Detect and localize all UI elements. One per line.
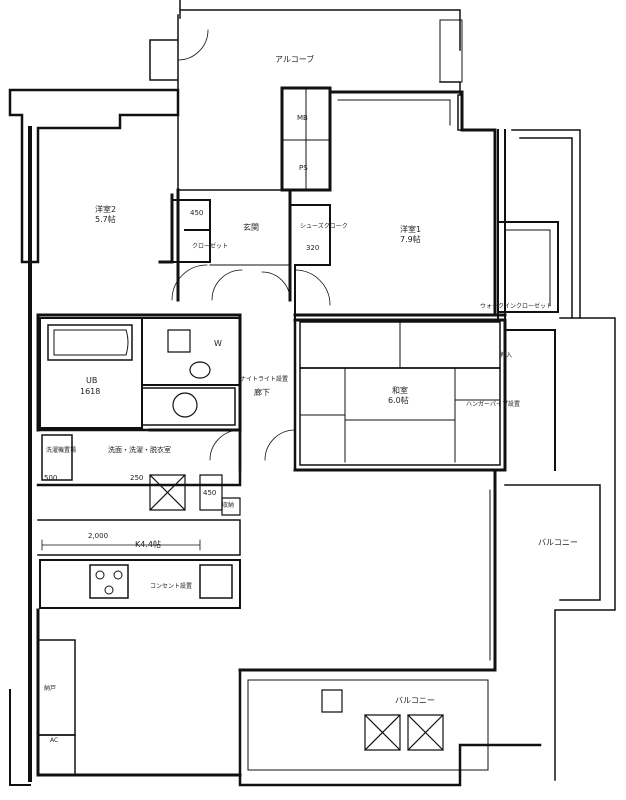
washitsu-closet [504,329,556,471]
washitsu-size: 6.0帖 [388,395,409,405]
washitsu-inner [299,367,501,466]
ac-box-1 [364,714,401,751]
shoes-cloak-wall [289,204,331,266]
pantry-label: 納戸 [44,684,56,692]
bedroom1-name: 洋室1 [400,224,421,234]
bedroom1-outer-wall [328,90,497,317]
dim-2000: 2,000 [88,532,108,540]
bedroom2-name: 洋室2 [95,204,116,214]
ac-box-2 [407,714,444,751]
shaft-divider [281,87,331,191]
corridor-label: 廊下 [254,387,270,397]
dim-320: 320 [306,244,319,252]
dim-500: 500 [44,474,57,482]
wic-wall [499,221,559,313]
bottom-balcony-inner [247,679,489,771]
bathtub-inner [53,329,129,356]
shoes-cloak-label: シューズクローク [300,222,348,230]
living-right-wall [238,468,497,672]
mb-shaft [280,86,332,192]
wic-label: ウォークインクローゼット [480,302,552,310]
bedroom2-right-wall [158,193,174,264]
alcove-outline [439,19,463,83]
toilet-label: W [214,339,222,348]
wash-room-label: 洗面・洗濯・脱衣室 [108,445,171,454]
kitchen-sink [199,564,233,599]
balcony-right-label: バルコニー [538,538,578,547]
bottom-balcony-wall [238,668,542,787]
door-swing-bedroom1 [294,269,331,306]
toilet-room-wall [141,317,241,386]
door-swing-corridor [264,429,296,461]
alcove-wall [149,14,301,191]
storage-small [221,497,241,516]
outlet-label: コンセント設置 [150,582,192,590]
lower-left-frame [9,689,31,786]
hanger-pipe-label: ハンガーパイプ設置 [466,400,520,408]
top-edge [179,0,461,51]
burner-2 [113,570,123,580]
drain [321,689,343,713]
dim-450-bottom: 450 [203,489,216,497]
tatami-lines [299,367,501,463]
night-light-label: ナイトライト設置 [240,375,288,383]
closet-wall [171,199,211,263]
bedroom1-size: 7.9帖 [400,234,421,244]
storage-label: 収納 [222,501,234,509]
right-exterior-wall [497,129,506,321]
burner-1 [95,570,105,580]
alcove-label: アルコーブ [275,54,314,64]
kitchen-counter [39,559,241,609]
right-frame-lower [554,317,616,781]
ub-size: 1618 [80,387,100,396]
wic-inner [504,229,551,306]
lower-left-wall [36,608,242,777]
washitsu-wall [293,318,507,472]
washitsu-name: 和室 [392,385,408,395]
bedroom2-size: 5.7帖 [95,214,116,224]
dim-250: 250 [130,474,143,482]
ub-wall [39,317,143,429]
bedroom2-outer-wall [8,88,180,264]
bedroom1-inner-wall [337,99,451,126]
toilet-bowl [167,329,211,379]
kitchen-label: K4.4帖 [135,539,161,549]
door-swing-bedroom2 [171,264,208,301]
oshiire-label: 押入 [500,351,512,359]
door-swing-wash [209,429,241,461]
door-swing-entrance [211,269,291,301]
vanity-sink [172,392,198,418]
storage-box [149,474,186,511]
balcony-bottom-label: バルコニー [395,696,435,705]
ps-label: PS [299,164,308,172]
kitchen-wall [37,519,241,556]
stove [89,564,129,599]
vanity [141,387,236,426]
right-balcony-frame [511,129,581,319]
burner-3 [104,585,114,595]
closet-label: クローゼット [192,242,228,250]
entrance-label: 玄関 [243,222,259,232]
pantry-lower [39,734,76,776]
dim-450-top: 450 [190,209,203,217]
door-swing-alcove [177,29,209,61]
dim-line-2000 [41,539,201,551]
laundry-pan [41,434,73,481]
bathtub [47,324,133,361]
wash-room-wall [36,428,242,487]
laundry-label: 洗濯機置場 [46,446,76,454]
mb-label: MB [297,114,308,122]
ac-label: AC [50,737,58,744]
alcove-right-wall [439,81,471,131]
ub-label: UB [86,376,97,385]
right-balcony-frame-2 [504,484,601,601]
